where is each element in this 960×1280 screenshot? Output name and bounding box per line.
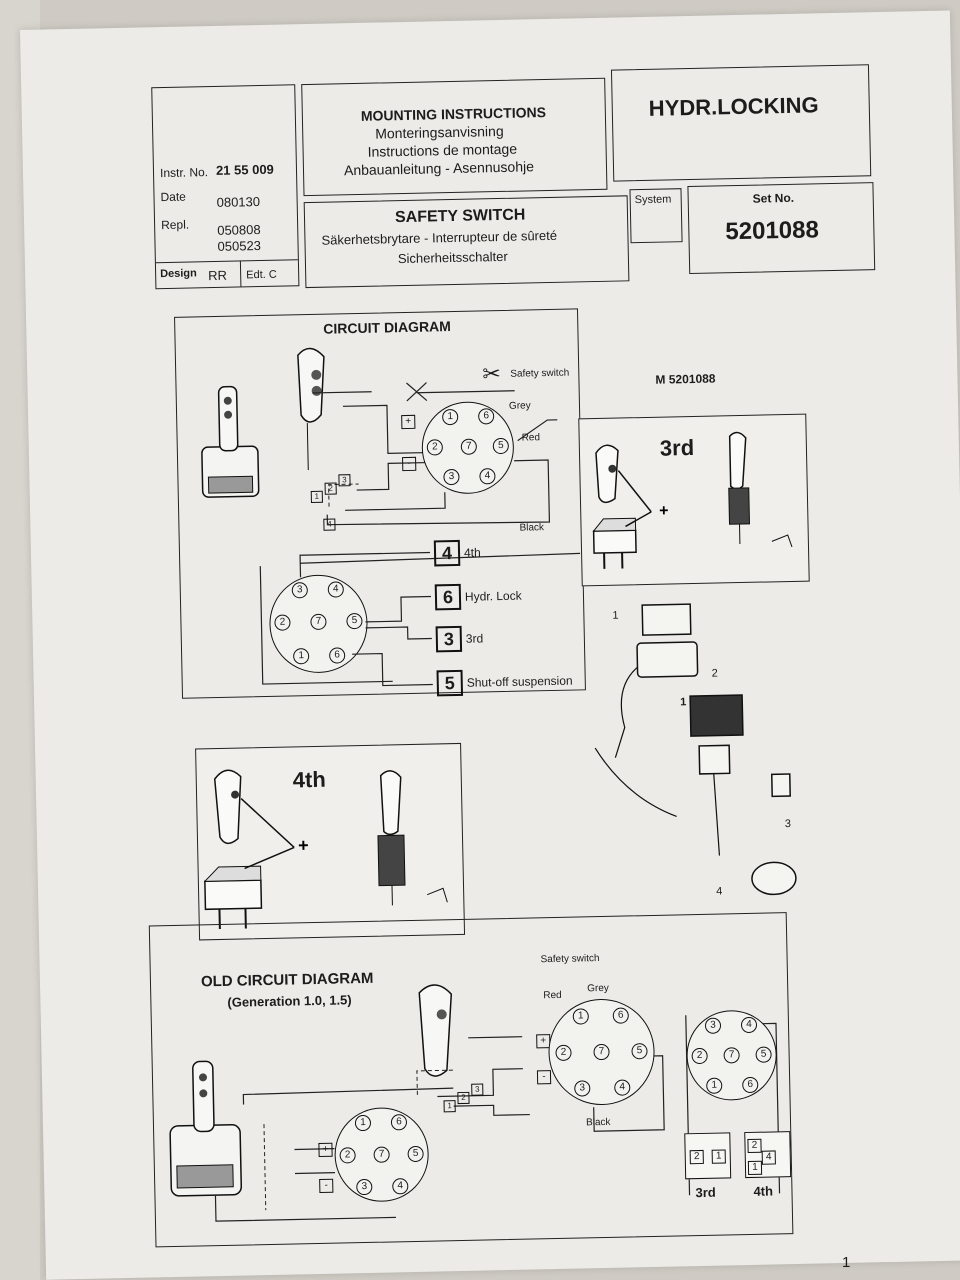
pin: 1 [706,1077,723,1094]
relay-pin: 1 [747,1160,763,1176]
part-label-4: 4 [716,885,723,898]
output-number-5: 5 [436,669,464,697]
repl-label: Repl. [160,217,190,233]
relay-pin: 2 [747,1138,762,1154]
mounting-instructions-box: MOUNTING INSTRUCTIONS Monteringsanvisnin… [301,77,608,197]
mounting-line-1: MOUNTING INSTRUCTIONS [360,104,547,124]
parts-illustration [594,603,797,896]
old-wire-number-2: 2 [457,1091,470,1105]
wiring-lines-bottom [259,551,433,687]
pin: 5 [755,1046,772,1063]
pin: 2 [691,1047,708,1065]
pin: 2 [339,1147,356,1164]
pin: 7 [373,1146,390,1163]
pin: 3 [574,1080,591,1097]
date-label: Date [160,189,187,205]
output-number-4: 4 [433,539,461,567]
set-value: 5201088 [725,216,820,246]
edition-value: Edt. C [246,268,277,282]
svg-text:+: + [659,503,669,520]
pin: 3 [356,1178,373,1196]
part-label-1: 1 [612,609,619,622]
pin: 1 [354,1114,372,1132]
system-box: System [629,188,683,244]
mounting-line-3: Instructions de montage [367,140,518,160]
old-wire-number-3: 3 [471,1083,484,1096]
pin: 4 [740,1016,758,1034]
wiring-lines-top [300,382,581,564]
design-value: RR [208,267,228,284]
pin: 6 [390,1114,408,1131]
safety-line-2: Sicherheitsschalter [397,248,508,267]
set-number-box: Set No. 5201088 [687,182,876,275]
circuit-diagram-panel: CIRCUIT DIAGRAM [174,308,586,699]
svg-text:+: + [298,835,309,855]
instr-value: 21 55 009 [215,161,274,178]
pin: 5 [407,1145,424,1163]
old-circuit-panel: OLD CIRCUIT DIAGRAM (Generation 1.0, 1.5… [148,912,794,1248]
pin: 7 [593,1043,610,1061]
system-label: System [634,193,672,207]
design-label: Design [160,267,197,281]
old-joystick-drawing [169,1060,243,1197]
pin: 2 [555,1044,572,1062]
old-minus-terminal-mid: - [536,1070,552,1085]
instruction-sheet: Instr. No. 21 55 009 Date 080130 Repl. 0… [20,10,960,1280]
panel-3rd-drawing: + [592,431,793,569]
mounting-line-2: Monteringsanvisning [375,122,504,142]
old-plus-terminal-left: + [318,1142,333,1157]
pin: 3 [704,1017,722,1034]
old-wire-number-1: 1 [443,1100,456,1113]
part-label-2: 2 [711,667,718,680]
product-title: HYDR.LOCKING [648,92,819,121]
set-label: Set No. [752,190,795,206]
relay-3rd: 2 1 [684,1132,732,1180]
safety-line-1: Säkerhetsbrytare - Interrupteur de sûret… [321,227,558,248]
relay-3rd-label: 3rd [695,1184,716,1201]
date-value: 080130 [216,194,261,210]
safety-switch-box: SAFETY SWITCH Säkerhetsbrytare - Interru… [303,195,630,289]
pin: 6 [742,1076,759,1094]
old-minus-terminal-left: - [319,1178,334,1193]
relay-pin: 4 [761,1150,776,1165]
relay-pin: 1 [711,1149,726,1164]
model-reference: M 5201088 [655,371,716,387]
pin: 4 [614,1079,631,1096]
pin: 4 [392,1178,409,1195]
output-number-3: 3 [435,625,463,653]
output-number-6: 6 [434,583,462,611]
header-info-box: Instr. No. 21 55 009 Date 080130 Repl. 0… [151,84,300,290]
pin: 1 [572,1008,589,1025]
page-number: 1 [842,1254,851,1271]
repl-value-1: 050808 [217,222,261,238]
joystick-drawing [201,385,260,498]
panel-4th-drawing: + [203,769,448,930]
pin: 5 [631,1043,648,1060]
old-lever-drawing [418,984,453,1077]
output-label-4th: 4th [463,545,481,560]
part-label-3: 3 [784,818,792,831]
product-title-box: HYDR.LOCKING [610,64,872,182]
panel-3rd: 3rd + [578,413,810,587]
pin: 7 [723,1047,740,1064]
output-label-shut-off: Shut-off suspension [466,673,573,690]
lever-drawing [297,347,325,471]
relay-4th-label: 4th [753,1183,774,1199]
pin: 6 [612,1007,629,1024]
output-label-hydr-lock: Hydr. Lock [464,588,522,604]
relay-pin: 2 [689,1149,704,1165]
output-label-3rd: 3rd [465,631,484,646]
relay-4th: 2 4 1 [744,1131,792,1179]
mounting-line-4: Anbauanleitung - Asennusohje [343,158,535,179]
repl-value-2: 050523 [217,238,262,254]
part-label-1b: 1 [680,696,687,709]
safety-switch-title: SAFETY SWITCH [394,206,526,227]
instr-label: Instr. No. [159,165,209,181]
panel-4th: 4th + [195,742,466,941]
